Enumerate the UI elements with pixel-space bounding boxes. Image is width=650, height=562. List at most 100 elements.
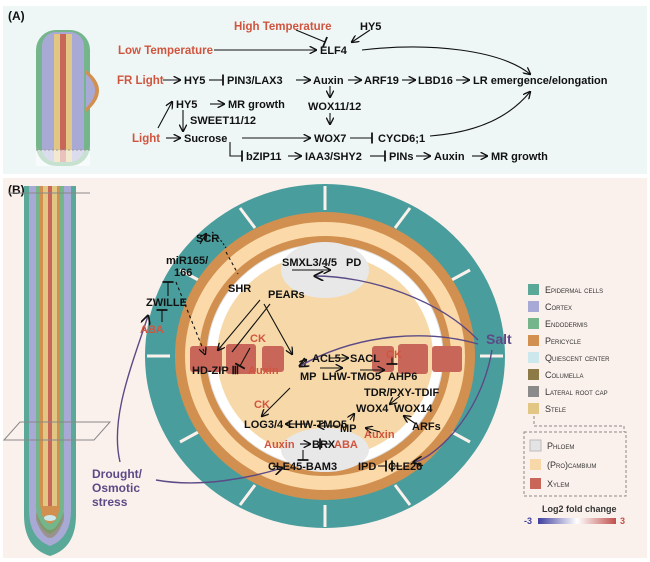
edge-light-hy5 — [157, 102, 172, 129]
scale-max: 3 — [620, 516, 625, 526]
legend-item-phloem: Phloem — [529, 439, 574, 452]
panel-b-label: (B) — [8, 183, 25, 197]
node-ck-2: CK — [386, 349, 402, 361]
legend-label: Epidermal cells — [545, 285, 603, 295]
node-auxin-3: Auxin — [264, 439, 295, 451]
legend-item-lateral-root-cap: Lateral root cap — [528, 386, 608, 397]
node-arf19: ARF19 — [364, 75, 399, 87]
legend-label: Columella — [545, 370, 584, 380]
scale-title: Log2 fold change — [542, 504, 617, 514]
node-cle45-bam3: CLE45-BAM3 — [268, 461, 337, 473]
legend-swatch — [528, 386, 539, 397]
edge-drought-aba — [116, 316, 148, 463]
node-ck-1: CK — [250, 333, 266, 345]
legend-label: Stele — [545, 404, 566, 414]
node-drought-line3: stress — [92, 495, 128, 509]
node-hy5-top: HY5 — [360, 21, 381, 33]
stele-subtypes-box — [523, 431, 627, 497]
legend-swatch — [528, 284, 539, 295]
legend-label: Lateral root cap — [545, 387, 608, 397]
node-mr-growth-1: MR growth — [228, 99, 285, 111]
node-scr: SCR — [196, 233, 219, 245]
legend-item-pericycle: Pericycle — [528, 335, 581, 346]
node-bzip11: bZIP11 — [246, 151, 281, 163]
node-smxl: SMXL3/4/5 — [282, 257, 337, 269]
edge-salt-cle26 — [414, 349, 493, 462]
node-wox7: WOX7 — [314, 133, 346, 145]
root-longitudinal-illustration — [2, 186, 112, 556]
node-mir166: 166 — [174, 267, 192, 279]
node-wox14: WOX14 — [394, 403, 433, 415]
node-lr-emergence: LR emergence/elongation — [473, 75, 608, 87]
node-shr: SHR — [228, 283, 251, 295]
tissue-legend: Epidermal cells Cortex Endodermis Pericy… — [523, 284, 627, 497]
panel-a-label: (A) — [8, 9, 25, 23]
legend-swatch — [528, 335, 539, 346]
legend-swatch — [528, 318, 539, 329]
node-pins: PINs — [389, 151, 413, 163]
legend-swatch — [528, 403, 539, 414]
legend-swatch — [530, 459, 541, 470]
node-log3-4: LOG3/4 — [244, 419, 284, 431]
legend-label: Xylem — [547, 479, 569, 489]
legend-item-xylem: Xylem — [530, 478, 569, 489]
phloem-bottom — [281, 428, 369, 472]
legend-item-quiescent-center: Quiescent center — [528, 352, 610, 363]
node-auxin-2: Auxin — [434, 151, 465, 163]
xylem-cells — [190, 344, 462, 374]
node-high-temperature: High Temperature — [234, 21, 332, 33]
legend-label: Cortex — [545, 302, 572, 312]
node-tdr-pxy: TDR/PXY-TDIF — [364, 387, 439, 399]
node-acl5: ACL5 — [312, 353, 341, 365]
edge-drought-cle45 — [155, 468, 282, 484]
node-arfs: ARFs — [412, 421, 441, 433]
legend-label: (Pro)cambium — [547, 460, 596, 470]
node-cycd6: CYCD6;1 — [378, 133, 425, 145]
node-fr-light: FR Light — [117, 75, 164, 87]
node-mp-2: MP — [340, 423, 357, 435]
panel-a-background — [3, 6, 647, 174]
node-aba-2: ABA — [334, 439, 358, 451]
edge-sucrose-bzip11 — [229, 142, 243, 162]
legend-item-cortex: Cortex — [528, 301, 572, 312]
node-pears: PEARs — [268, 289, 305, 301]
node-hd-zip: HD-ZIP Ⅲ — [192, 365, 239, 377]
node-elf4: ELF4 — [320, 45, 348, 57]
legend-label: Quiescent center — [545, 353, 610, 363]
node-brx: BRX — [312, 439, 336, 451]
node-pd: PD — [346, 257, 361, 269]
node-lhw-tmo5: LHW-TMO5 — [322, 371, 381, 383]
edge-salt-smxl — [315, 276, 479, 341]
node-drought-line1: Drought/ — [92, 467, 143, 481]
legend-swatch — [528, 352, 539, 363]
node-sucrose: Sucrose — [184, 133, 227, 145]
node-mr-growth-2: MR growth — [491, 151, 548, 163]
legend-label: Endodermis — [545, 319, 588, 329]
edge-salt-acl5 — [300, 335, 479, 366]
edge-hy5-elf4 — [352, 29, 371, 42]
stimulus-arrows — [116, 276, 493, 484]
node-hy5-fr: HY5 — [184, 75, 205, 87]
node-salt: Salt — [486, 331, 512, 347]
scale-min: -3 — [524, 516, 532, 526]
node-zwille: ZWILLE — [146, 297, 187, 309]
node-mp: MP — [300, 371, 317, 383]
node-mir165: miR165/ — [166, 255, 208, 267]
cross-section-plane — [2, 421, 112, 441]
node-sweet11-12: SWEET11/12 — [190, 115, 256, 127]
node-ipd: IPD — [358, 461, 376, 473]
node-drought-line2: Osmotic — [92, 481, 140, 495]
node-auxin-b: Auxin — [248, 365, 279, 377]
node-auxin: Auxin — [313, 75, 344, 87]
panel-b-network-labels: SCR miR165/ 166 SHR ZWILLE ABA SMXL3/4/5… — [92, 233, 512, 509]
node-pin3-lax3: PIN3/LAX3 — [227, 75, 283, 87]
legend-label: Pericycle — [545, 336, 581, 346]
legend-item-procambium: (Pro)cambium — [530, 459, 596, 470]
root-tip-illustration-a — [36, 30, 99, 166]
node-iaa3-shy2: IAA3/SHY2 — [305, 151, 362, 163]
legend-swatch — [529, 439, 542, 452]
node-sacl: SACL — [350, 353, 380, 365]
node-ahp6: AHP6 — [388, 371, 417, 383]
node-aba: ABA — [140, 324, 164, 336]
